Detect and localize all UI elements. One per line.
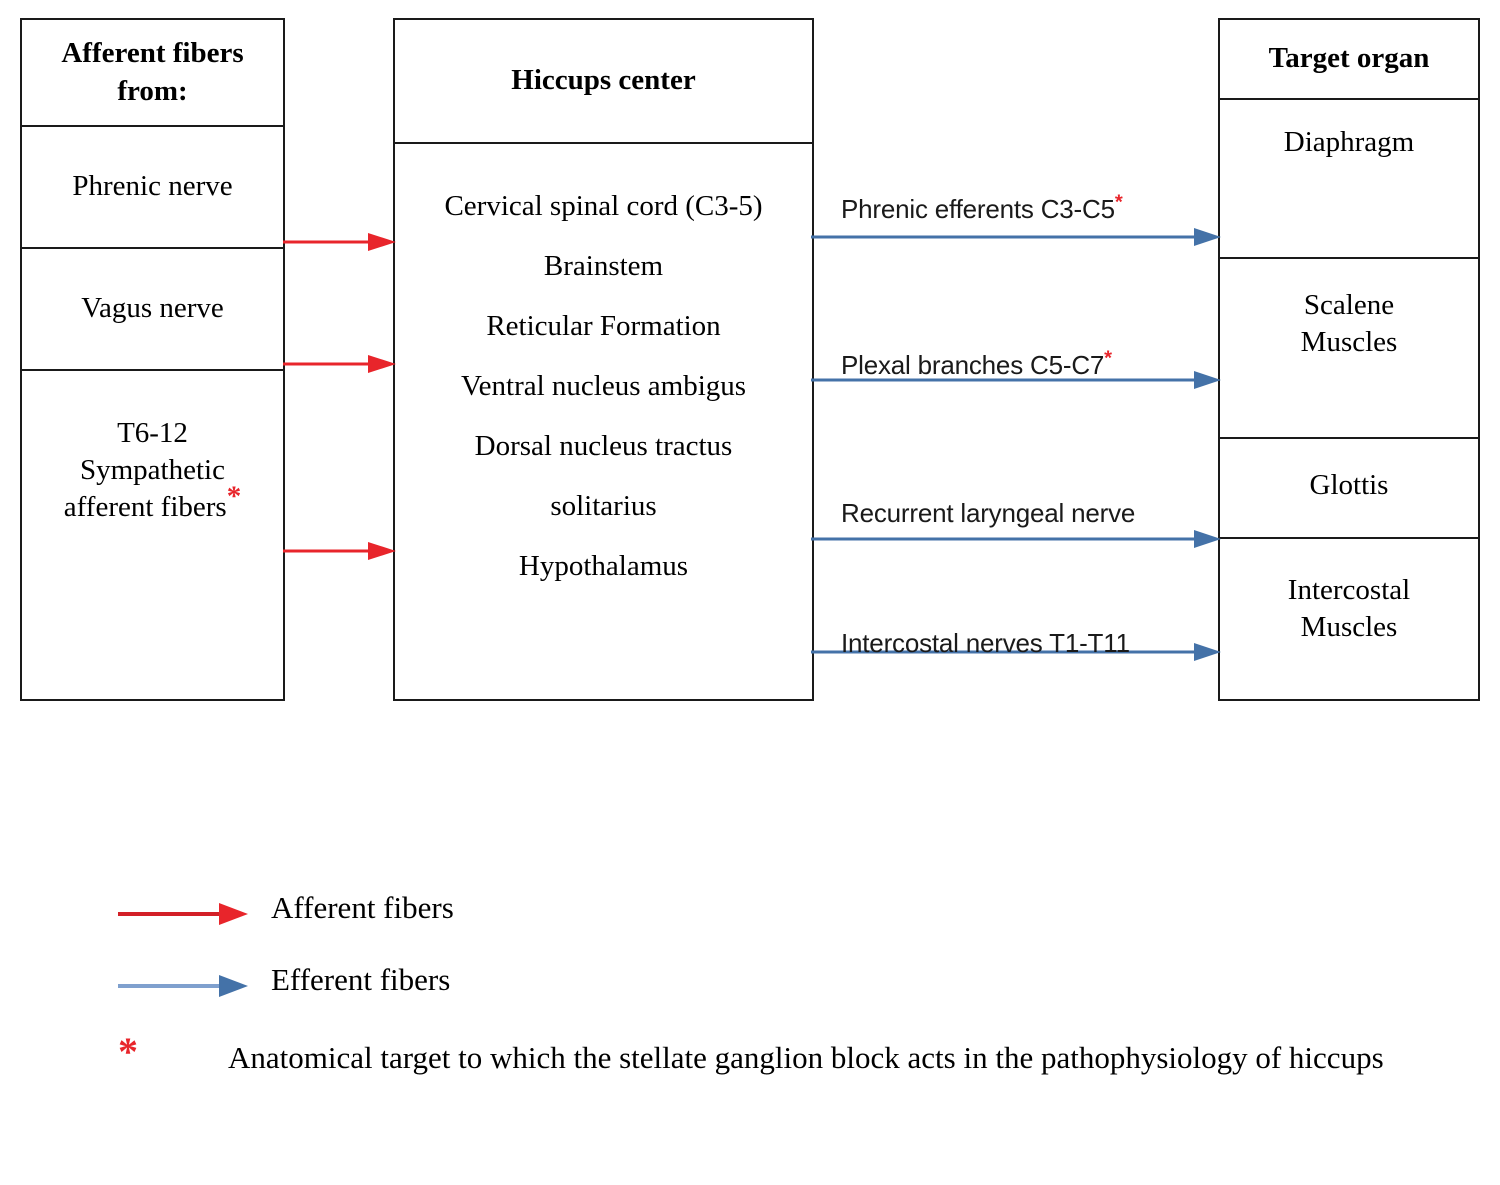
hiccups-center-line-solitarius: solitarius: [550, 490, 657, 522]
legend-efferent-arrow-icon: [118, 974, 248, 998]
hiccups-center-line-hypothalamus: Hypothalamus: [518, 550, 689, 582]
afferent-column-header: Afferent fibers from:: [22, 20, 283, 127]
legend-efferent-label: Efferent fibers: [271, 962, 451, 997]
efferent-arrow-plexal: [811, 368, 1221, 392]
target-organ-intercostal-line-1: Intercostal: [1287, 574, 1411, 606]
target-organ-intercostal-muscles: Intercostal Muscles: [1220, 539, 1478, 699]
target-organ-diaphragm: Diaphragm: [1220, 100, 1478, 259]
efferent-label-recurrent-laryngeal: Recurrent laryngeal nerve: [841, 498, 1136, 528]
efferent-arrow-recurrent-laryngeal: [811, 527, 1221, 551]
efferent-label-phrenic-efferents: Phrenic efferents C3-C5*: [841, 191, 1123, 224]
efferent-label-intercostal-nerves: Intercostal nerves T1-T11: [841, 628, 1130, 658]
target-organ-glottis: Glottis: [1220, 439, 1478, 539]
footnote-text: Anatomical target to which the stellate …: [228, 1040, 1384, 1075]
target-organ-diaphragm-label: Diaphragm: [1283, 126, 1415, 158]
hiccups-center-structure-list: Cervical spinal cord (C3-5) Brainstem Re…: [395, 144, 812, 699]
legend-row-afferent: Afferent fibers: [118, 890, 818, 962]
hiccups-center-header: Hiccups center: [395, 20, 812, 144]
hiccups-center-line-reticular-formation: Reticular Formation: [486, 310, 721, 342]
afferent-item-sympathetic-fibers: T6-12 Sympathetic afferent fibers*: [22, 371, 283, 701]
afferent-arrow-sympathetic: [283, 539, 396, 563]
afferent-item-vagus-nerve-label: Vagus nerve: [81, 292, 224, 325]
efferent-arrow-phrenic: [811, 225, 1221, 249]
hiccups-center-line-ventral-nucleus-ambigus: Ventral nucleus ambigus: [460, 370, 747, 402]
afferent-item-phrenic-nerve-label: Phrenic nerve: [72, 170, 233, 203]
phrenic-efferents-asterisk-marker: *: [1114, 191, 1123, 214]
target-organ-header: Target organ: [1220, 20, 1478, 100]
afferent-item-phrenic-nerve: Phrenic nerve: [22, 127, 283, 249]
hiccups-center-line-brainstem: Brainstem: [543, 250, 664, 282]
target-organ-intercostal-line-2: Muscles: [1300, 611, 1398, 644]
target-organ-scalene-line-2: Muscles: [1300, 326, 1398, 359]
afferent-item-sympathetic-line-2: Sympathetic: [80, 454, 225, 487]
afferent-item-sympathetic-line-1: T6-12: [117, 417, 188, 449]
legend-afferent-label: Afferent fibers: [271, 890, 454, 925]
afferent-arrow-vagus: [283, 352, 396, 376]
legend-afferent-arrow-icon: [118, 902, 248, 926]
hiccups-center-line-cervical-spinal-cord: Cervical spinal cord (C3-5): [444, 190, 763, 222]
plexal-branches-asterisk-marker: *: [1104, 347, 1112, 370]
sympathetic-asterisk-marker: *: [226, 480, 242, 513]
legend: Afferent fibers Efferent fibers: [118, 890, 818, 1034]
efferent-arrow-intercostal: [811, 640, 1221, 664]
target-organ-column: Target organ Diaphragm Scalene Muscles G…: [1218, 18, 1480, 701]
legend-row-efferent: Efferent fibers: [118, 962, 818, 1034]
efferent-label-plexal-branches: Plexal branches C5-C7*: [841, 347, 1112, 380]
target-organ-scalene-line-1: Scalene: [1303, 289, 1395, 321]
footnote-asterisk-marker: *: [118, 1029, 138, 1074]
hiccups-center-line-dorsal-nucleus-tractus: Dorsal nucleus tractus: [474, 430, 733, 462]
afferent-item-vagus-nerve: Vagus nerve: [22, 249, 283, 371]
afferent-item-sympathetic-line-3: afferent fibers*: [63, 480, 242, 524]
afferent-fibers-column: Afferent fibers from: Phrenic nerve Vagu…: [20, 18, 285, 701]
afferent-arrow-phrenic: [283, 230, 396, 254]
target-organ-scalene-muscles: Scalene Muscles: [1220, 259, 1478, 439]
hiccups-center-column: Hiccups center Cervical spinal cord (C3-…: [393, 18, 814, 701]
target-organ-glottis-label: Glottis: [1309, 469, 1389, 501]
